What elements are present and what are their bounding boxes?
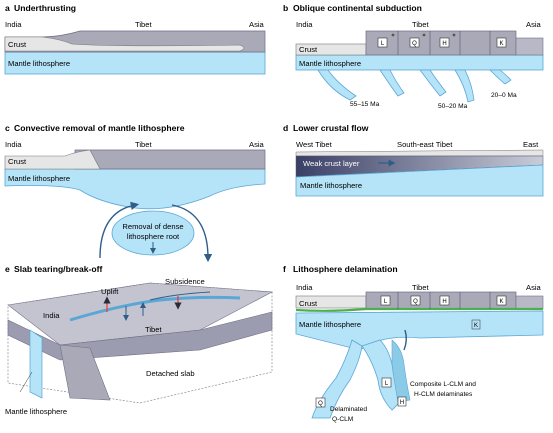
panel-f-crust-label: Crust: [299, 299, 318, 308]
panel-e-mantle-label: Mantle lithosphere: [5, 407, 67, 416]
panel-f-block-q: Q: [413, 299, 418, 305]
panel-d-west-label: West Tibet: [296, 140, 333, 149]
panel-b-age-1: 55–15 Ma: [350, 101, 380, 108]
panel-e-detached-label: Detached slab: [146, 369, 195, 378]
panel-b-india-label: India: [296, 20, 313, 29]
panel-c-removal-line1: Removal of dense: [122, 222, 183, 231]
panel-e-mantle-stripe: [69, 295, 241, 322]
panel-b: b Oblique continental subduction India T…: [283, 3, 544, 110]
panel-e-tear-line: [149, 291, 211, 301]
panel-f-dark-root: [403, 329, 407, 351]
panel-a-tibet-label: Tibet: [135, 20, 152, 29]
panel-b-tibet-label: Tibet: [412, 20, 429, 29]
panel-f-asia-crust: [515, 295, 544, 310]
panel-f-letter: f: [283, 264, 286, 274]
panel-e: e Slab tearing/break-off Uplift Subsiden…: [5, 264, 274, 416]
panel-e-uplift-label: Uplift: [101, 287, 119, 296]
panel-b-crust-label: Crust: [299, 45, 318, 54]
panel-b-slab-5: [489, 69, 512, 85]
panel-b-block-l: L: [381, 41, 385, 47]
panel-c-tibet-crust: [74, 149, 266, 170]
panel-a-india-crust: [4, 36, 245, 52]
panel-e-title: Slab tearing/break-off: [14, 264, 102, 274]
panel-f-k-mantle: K: [474, 323, 478, 329]
panel-f-block-k: K: [499, 299, 503, 305]
panel-f-green-layer: [295, 307, 543, 312]
panel-a-letter: a: [5, 3, 10, 13]
panel-f-mantle-label: Mantle lithosphere: [299, 320, 361, 329]
panel-f-mantle: [295, 310, 544, 351]
panel-d-weak-label: Weak crust layer: [303, 159, 360, 168]
panel-d: d Lower crustal flow West Tibet South-ea…: [283, 123, 544, 197]
panel-f-delam-line1: Delaminated: [330, 406, 367, 413]
panel-e-india-label: India: [43, 311, 60, 320]
panel-e-slab-front: [29, 329, 43, 399]
panel-b-mantle-label: Mantle lithosphere: [299, 59, 361, 68]
panel-e-detached-slab: [59, 344, 111, 401]
panel-d-southeast-label: South-east Tibet: [397, 140, 453, 149]
panel-a: a Underthrusting India Tibet Asia Crust …: [4, 3, 266, 75]
panel-f-drip-h: H: [400, 400, 404, 406]
panel-c-removal-line2: lithosphere root: [127, 232, 180, 241]
panel-c-tibet-label: Tibet: [135, 140, 152, 149]
panel-c-right-arrow: [171, 204, 213, 263]
panel-f-block-l: L: [384, 299, 388, 305]
panel-f: f Lithosphere delamination India Tibet A…: [283, 264, 544, 423]
panel-c-crust-label: Crust: [8, 157, 27, 166]
panel-c: c Convective removal of mantle lithosphe…: [4, 123, 266, 263]
panel-f-composite-line2: H-CLM delaminates: [414, 391, 473, 398]
panel-e-subsidence-label: Subsidence: [165, 277, 205, 286]
panel-f-tibet-label: Tibet: [412, 283, 429, 292]
panel-f-asia-label: Asia: [526, 283, 542, 292]
panel-d-title: Lower crustal flow: [293, 123, 369, 133]
panel-a-asia-label: Asia: [249, 20, 265, 29]
panel-d-upper-crust: [295, 149, 544, 157]
panel-c-asia-label: Asia: [249, 140, 265, 149]
panel-a-india-label: India: [5, 20, 22, 29]
panel-b-asia-crust: [515, 37, 544, 56]
panel-c-mantle-label: Mantle lithosphere: [8, 174, 70, 183]
panel-f-delam-line2: Q-CLM: [332, 416, 353, 423]
panel-b-letter: b: [283, 3, 288, 13]
panel-f-drip-l: L: [385, 381, 389, 387]
panel-a-title: Underthrusting: [14, 3, 76, 13]
panel-c-letter: c: [5, 123, 10, 133]
panel-f-composite-line1: Composite L-CLM and: [410, 381, 476, 388]
panel-f-india-label: India: [296, 283, 313, 292]
panel-b-title: Oblique continental subduction: [293, 3, 422, 13]
panel-d-mantle: [295, 164, 544, 197]
panel-f-block-h: H: [442, 299, 446, 305]
panel-e-letter: e: [5, 264, 10, 274]
panel-b-block-h: H: [442, 41, 446, 47]
panel-b-slab-1: [317, 69, 357, 101]
panel-d-mantle-label: Mantle lithosphere: [300, 181, 362, 190]
panel-a-crust-label: Crust: [8, 40, 27, 49]
panel-b-asia-label: Asia: [526, 20, 542, 29]
panel-f-title: Lithosphere delamination: [293, 264, 398, 274]
panel-f-drip-q: Q: [318, 401, 323, 407]
panel-f-h-drip: [391, 339, 411, 403]
panel-c-left-arrow: [99, 201, 140, 259]
panel-b-block-q: Q: [412, 41, 417, 47]
panel-c-removal-blob: [111, 210, 195, 256]
panel-b-slab-3: [419, 69, 447, 97]
panel-b-slab-4: [454, 69, 475, 103]
panel-b-age-3: 20–0 Ma: [491, 92, 517, 99]
panel-a-mantle-label: Mantle lithosphere: [8, 59, 70, 68]
panel-e-tibet-label: Tibet: [145, 325, 162, 334]
panel-b-age-2: 50–20 Ma: [438, 103, 468, 110]
panel-d-east-label: East: [523, 140, 539, 149]
panel-b-slab-2: [379, 69, 405, 97]
panel-c-india-crust: [4, 149, 101, 170]
panel-c-india-label: India: [5, 140, 22, 149]
panel-d-letter: d: [283, 123, 288, 133]
panel-c-title: Convective removal of mantle lithosphere: [14, 123, 185, 133]
panel-b-block-k: K: [499, 41, 503, 47]
